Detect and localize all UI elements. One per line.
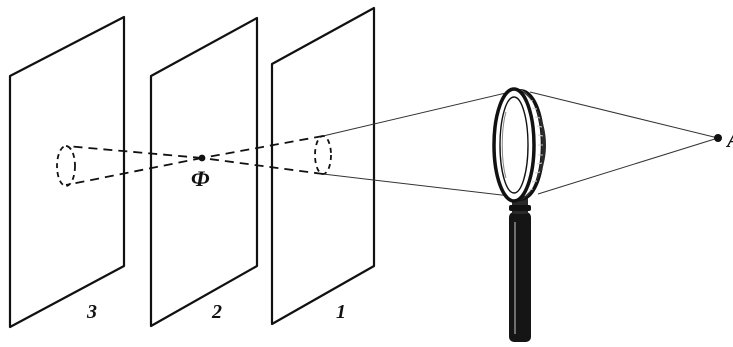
ray-dashed-lower-right [201,157,324,175]
magnifier-lens-glass [499,96,529,194]
light-cone-source-to-lens [529,91,719,195]
ray-lower-source-lens [537,137,719,195]
magnifier-handle [509,212,531,342]
screen-label-2: 2 [211,301,222,323]
ray-dashed-upper-right [201,135,324,159]
magnifier-lens-shade [501,111,507,179]
ray-dashed-upper-left [65,145,203,159]
screen-2-plate [149,16,259,328]
magnifying-glass [492,87,546,342]
ray-upper-lens-screen1 [322,91,511,137]
ray-dashed-lower-left [65,157,203,186]
magnifier-rim-ticks [528,99,544,191]
focus-label: Ф [191,166,210,191]
screen-1-plate [270,6,376,326]
screen-label-1: 1 [336,301,346,323]
dashed-cone [65,135,324,186]
screen-1 [270,6,376,326]
ray-upper-source-lens [529,91,719,139]
ray-lower-lens-screen1 [322,173,511,197]
magnifier-collar-band [509,205,531,211]
focus-point [198,154,206,162]
screen-label-3: 3 [86,301,97,323]
light-spot-screen-3 [56,145,76,187]
source-point [714,134,722,142]
screen-2 [149,16,259,328]
light-spot-screen-1 [314,135,332,175]
magnifier-rim-side-body [516,89,546,201]
source-label: A [725,127,733,152]
screen-3 [8,15,126,329]
light-cone-lens-to-screen1 [322,91,511,197]
screen-3-plate [8,15,126,329]
